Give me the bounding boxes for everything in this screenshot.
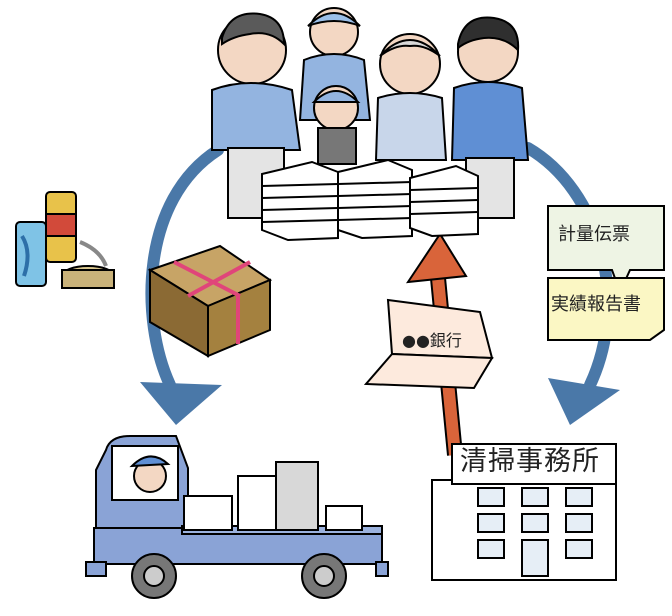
cycle-arrow-left: [140, 144, 224, 425]
bank-passbook-icon: [363, 298, 494, 390]
bank-label: ●●銀行: [402, 331, 462, 350]
report-label: 実績報告書: [551, 294, 641, 315]
office-building-icon: [431, 443, 617, 581]
newspaper-bundles: [261, 158, 479, 242]
office-sign-label: 清掃事務所: [460, 446, 600, 477]
weighing-slip-label: 計量伝票: [558, 224, 630, 245]
cans-icon: [15, 191, 115, 289]
report-document-icon: [547, 277, 665, 341]
truck-icon: [85, 435, 389, 599]
cardboard-bundle-icon: [147, 244, 273, 358]
people-group-icon: [211, 7, 530, 219]
